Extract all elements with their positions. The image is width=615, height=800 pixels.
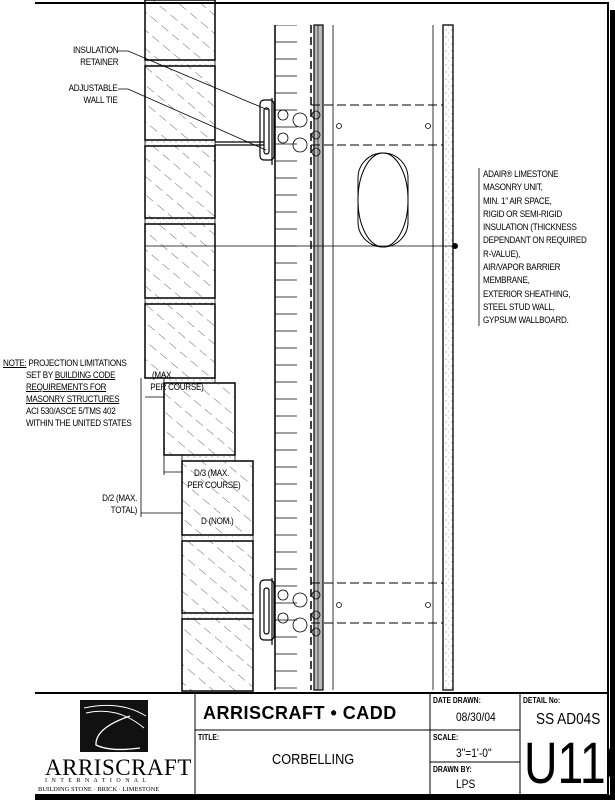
- company-name: ARRISCRAFT • CADD: [203, 703, 397, 723]
- sheet-frame: [35, 2, 609, 796]
- projection-note: NOTE: PROJECTION LIMITATIONS SET BY BUIL…: [3, 358, 132, 429]
- wall-tie-anchors: [215, 98, 321, 645]
- drawn-by-value: LPS: [456, 777, 476, 791]
- arriscraft-logo-mark: [80, 700, 148, 752]
- d3-top-dimension-label: (MAX.PER COURSE): [150, 370, 204, 393]
- detail-code: SS AD04S: [536, 711, 601, 728]
- detail-label: DETAIL No:: [523, 696, 561, 705]
- d-nominal-label: D (NOM.): [201, 516, 234, 527]
- logo-name: ARRISCRAFT: [45, 755, 192, 780]
- scale-label: SCALE:: [433, 733, 459, 742]
- masonry-units: [144, 0, 254, 692]
- d2-dimension-label: D/2 (MAX.TOTAL): [102, 493, 137, 516]
- logo-tagline: BUILDING STONE · BRICK · LIMESTONE: [38, 786, 160, 793]
- drawn-by-label: DRAWN BY:: [433, 765, 472, 774]
- wall-layers: [274, 24, 454, 691]
- leader-lines: [118, 50, 480, 517]
- detail-number: U110: [524, 731, 615, 796]
- scale-value: 3"=1'-0": [456, 746, 492, 760]
- title-block-grid: [35, 692, 608, 795]
- title-label: TITLE:: [198, 733, 220, 742]
- frame-shadow: [610, 10, 615, 800]
- drawing-title: CORBELLING: [272, 751, 355, 768]
- d3-dimension-label: D/3 (MAX.PER COURSE): [187, 468, 241, 491]
- logo-subtitle: I N T E R N A T I O N A L: [45, 778, 148, 784]
- date-label: DATE DRAWN:: [433, 696, 481, 705]
- date-value: 08/30/04: [456, 710, 496, 724]
